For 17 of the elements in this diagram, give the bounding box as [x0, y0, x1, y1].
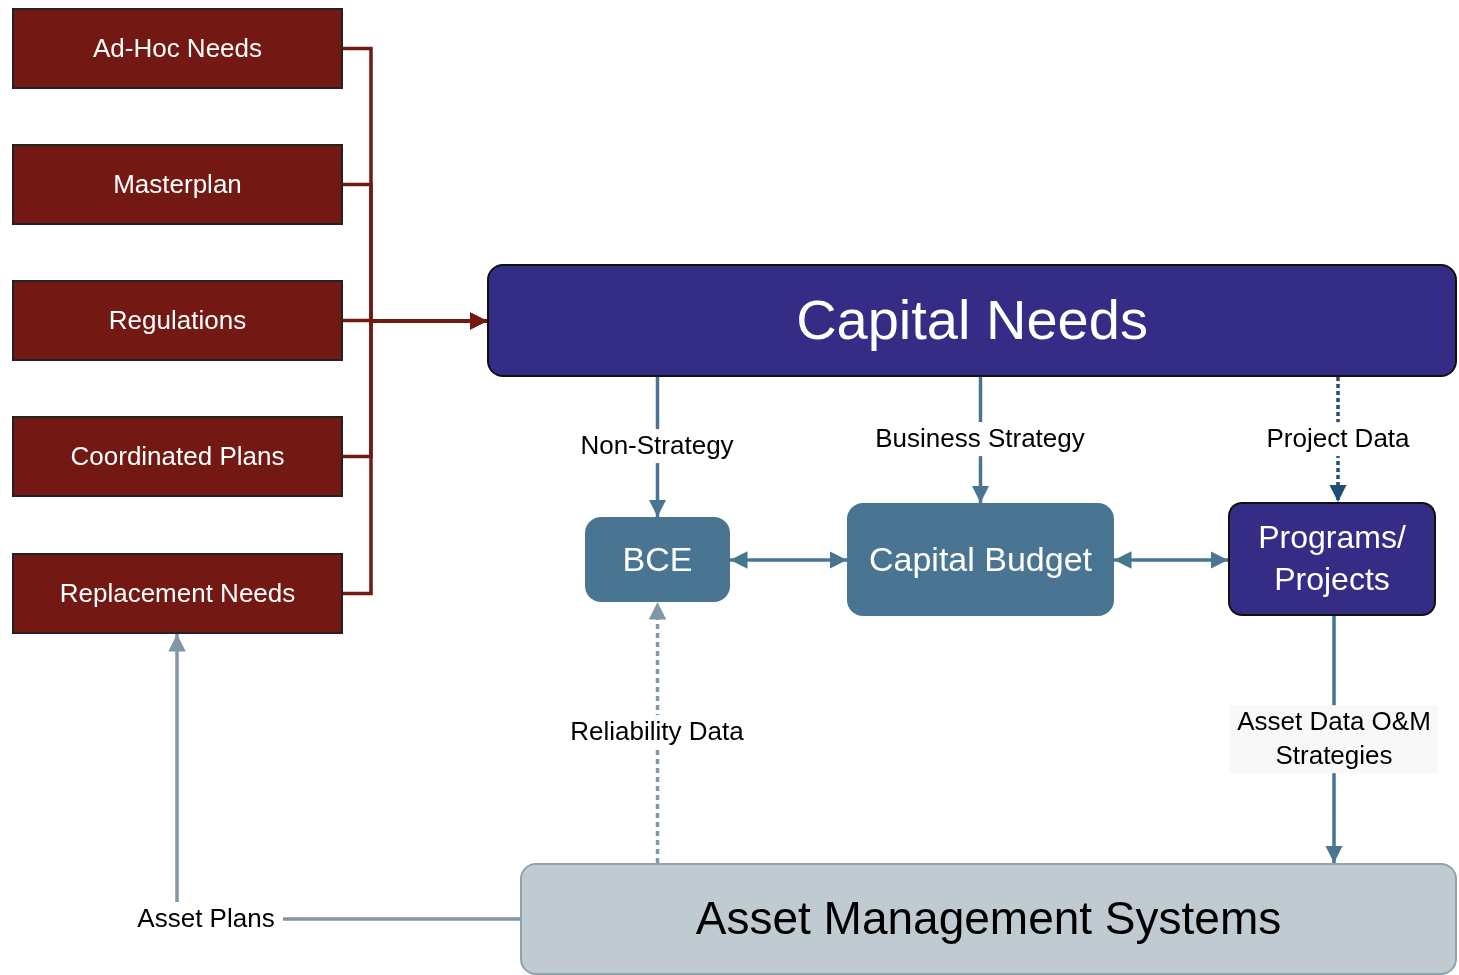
input-box: Coordinated Plans — [12, 416, 343, 497]
input-box: Replacement Needs — [12, 553, 343, 634]
process-box: Capital Needs — [487, 264, 1457, 377]
process-box: Programs/ Projects — [1228, 502, 1436, 616]
arrow — [168, 634, 186, 902]
node-label: Asset Plans — [126, 902, 286, 936]
input-box: Ad-Hoc Needs — [12, 8, 343, 89]
input-box: Masterplan — [12, 144, 343, 225]
arrow — [730, 551, 847, 569]
edge-label: Asset Data O&M Strategies — [1230, 705, 1438, 773]
system-box: Asset Management Systems — [520, 863, 1457, 975]
process-box: BCE — [585, 517, 730, 602]
process-box: Capital Budget — [847, 503, 1114, 616]
arrow — [648, 602, 667, 863]
arrow — [1114, 551, 1228, 569]
input-box: Regulations — [12, 280, 343, 361]
connector-line — [283, 917, 520, 921]
